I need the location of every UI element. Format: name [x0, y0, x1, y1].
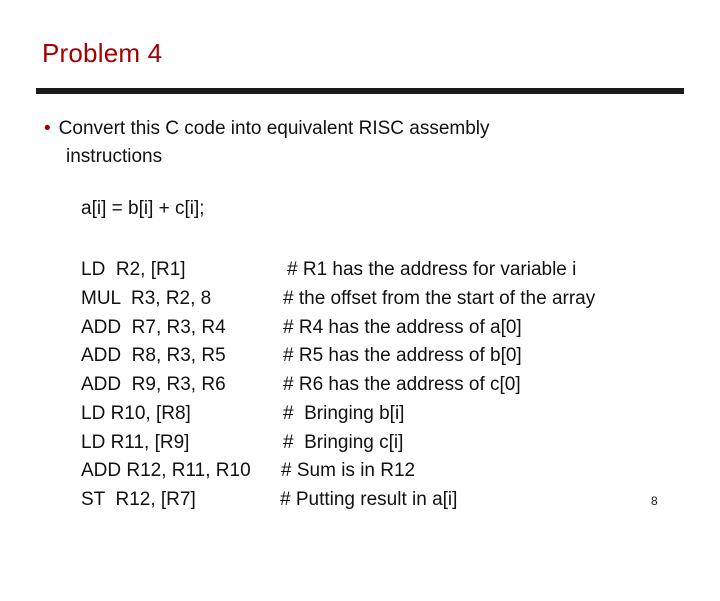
assembly-row: ST R12, [R7] # Putting result in a[i] — [81, 486, 457, 515]
title-divider — [36, 88, 684, 94]
assembly-row: LD R2, [R1] # R1 has the address for var… — [81, 256, 576, 285]
assembly-row: ADD R8, R3, R5 # R5 has the address of b… — [81, 342, 522, 371]
assembly-row: ADD R9, R3, R6 # R6 has the address of c… — [81, 371, 521, 400]
bullet-icon: • — [44, 118, 51, 139]
assembly-row: LD R11, [R9] # Bringing c[i] — [81, 429, 403, 458]
instruction: LD R2, [R1] — [81, 259, 186, 280]
assembly-row: ADD R7, R3, R4 # R4 has the address of a… — [81, 314, 522, 343]
comment: # the offset from the start of the array — [283, 287, 596, 309]
assembly-row: MUL R3, R2, 8 # the offset from the star… — [81, 285, 595, 314]
slide-title: Problem 4 — [42, 38, 163, 68]
instruction: MUL R3, R2, 8 — [81, 287, 212, 309]
instruction: ADD R7, R3, R4 — [81, 316, 226, 338]
instruction: ADD R9, R3, R6 — [81, 374, 226, 395]
instruction: ADD R12, R11, R10 — [81, 460, 251, 482]
page-number: 8 — [651, 494, 658, 508]
comment: # R4 has the address of a[0] — [283, 316, 522, 338]
comment: # Bringing b[i] — [283, 402, 405, 424]
instruction: ADD R8, R3, R5 — [81, 345, 226, 367]
comment: # R5 has the address of b[0] — [283, 345, 522, 367]
comment: # R6 has the address of c[0] — [283, 374, 521, 395]
assembly-row: ADD R12, R11, R10 # Sum is in R12 — [81, 457, 415, 486]
bullet-text-line1: Convert this C code into equivalent RISC… — [58, 118, 490, 139]
c-code-line: a[i] = b[i] + c[i]; — [81, 198, 205, 219]
bullet-text-line2: instructions — [66, 146, 163, 167]
assembly-row: LD R10, [R8] # Bringing b[i] — [81, 400, 404, 429]
bullet-point: • Convert this C code into equivalent RIS… — [44, 115, 664, 171]
comment: # Putting result in a[i] — [280, 489, 458, 510]
instruction: LD R10, [R8] — [81, 402, 191, 424]
assembly-listing: LD R2, [R1] # R1 has the address for var… — [81, 256, 595, 515]
instruction: ST R12, [R7] — [81, 489, 196, 510]
comment: # Sum is in R12 — [281, 460, 416, 482]
comment: # Bringing c[i] — [283, 431, 404, 453]
instruction: LD R11, [R9] — [81, 431, 190, 453]
comment: # R1 has the address for variable i — [287, 259, 577, 280]
